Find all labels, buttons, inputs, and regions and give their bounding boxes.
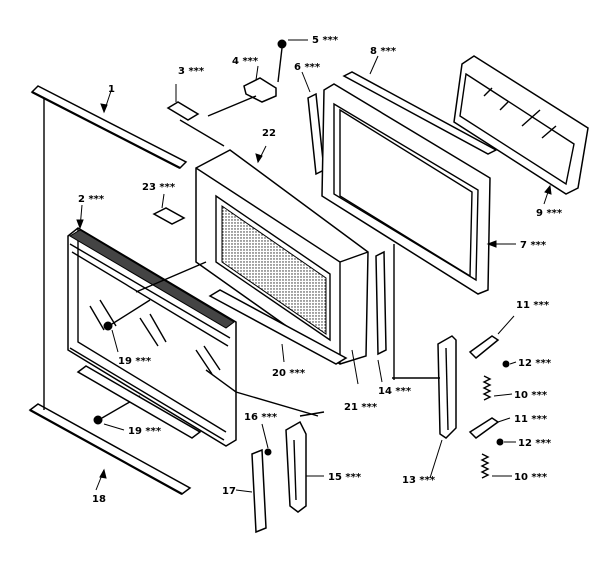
label-12a: 12 *** <box>518 358 552 369</box>
label-15: 15 *** <box>328 472 362 483</box>
label-11a: 11 *** <box>516 300 550 311</box>
part-12-screws <box>496 360 517 446</box>
label-13: 13 *** <box>402 475 436 486</box>
label-19a: 19 *** <box>118 356 152 367</box>
part-22-door-frame <box>195 145 369 365</box>
part-16-screw <box>261 423 272 456</box>
label-21: 21 *** <box>344 402 378 413</box>
part-3-bracket <box>166 84 225 147</box>
label-4: 4 *** <box>232 56 259 67</box>
label-5: 5 *** <box>312 35 339 46</box>
label-12b: 12 *** <box>518 438 552 449</box>
label-17: 17 <box>222 486 236 497</box>
part-9-inner-glass <box>453 55 589 205</box>
part-labels: 1 2 *** 3 *** 4 *** 5 *** 6 *** 7 *** 8 … <box>78 35 563 505</box>
label-11b: 11 *** <box>514 414 548 425</box>
label-16: 16 *** <box>244 412 278 423</box>
part-8-top-strip <box>342 55 498 155</box>
part-14-side-strip <box>375 244 395 383</box>
part-7-inner-frame <box>321 83 516 295</box>
part-5-screw <box>277 39 308 83</box>
part-6-side-strip <box>301 71 325 176</box>
part-21-lead <box>351 349 359 385</box>
part-18-bottom-trim <box>28 403 192 495</box>
part-15-side-bracket <box>285 411 325 513</box>
door-bottom-strip <box>76 365 202 439</box>
label-10b: 10 *** <box>514 472 548 483</box>
part-10-springs <box>480 375 513 479</box>
part-13-hinge-plate <box>392 335 457 479</box>
label-23: 23 *** <box>142 182 176 193</box>
label-10a: 10 *** <box>514 390 548 401</box>
part-20-bottom-strip <box>208 289 348 365</box>
label-1: 1 <box>108 84 115 95</box>
part-23-bracket <box>152 193 186 225</box>
part-19-screws <box>93 299 151 431</box>
label-7: 7 *** <box>520 240 547 251</box>
part-17-side-strip <box>235 448 267 534</box>
explosion-lines <box>43 98 319 417</box>
label-20: 20 *** <box>272 368 306 379</box>
part-2-outer-door-panel <box>67 204 237 447</box>
label-6: 6 *** <box>294 62 321 73</box>
part-11-hinge-arms <box>468 315 515 439</box>
label-3: 3 *** <box>178 66 205 77</box>
label-8: 8 *** <box>370 46 397 57</box>
label-9: 9 *** <box>536 208 563 219</box>
label-19b: 19 *** <box>128 426 162 437</box>
part-4-hinge-bracket <box>207 65 277 117</box>
part-1-top-trim <box>30 85 188 169</box>
label-22: 22 <box>262 128 276 139</box>
label-14: 14 *** <box>378 386 412 397</box>
label-18: 18 <box>92 494 106 505</box>
label-2: 2 *** <box>78 194 105 205</box>
